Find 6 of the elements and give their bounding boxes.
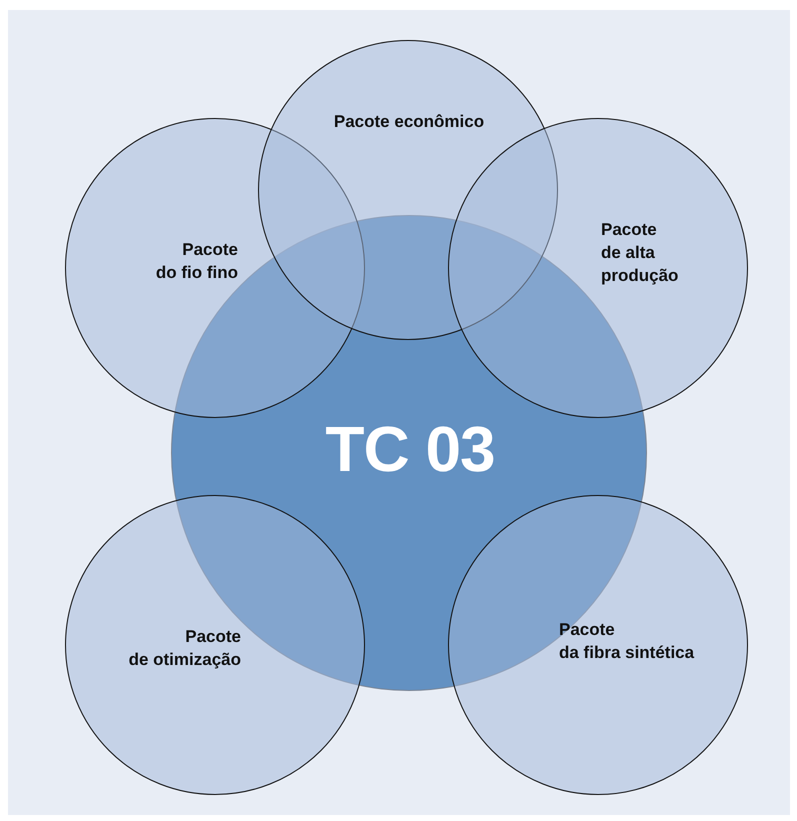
circle-label: Pacote de otimização xyxy=(128,626,241,671)
circle-label: Pacote de alta produção xyxy=(601,219,680,287)
circle-label: Pacote da fibra sintética xyxy=(559,619,696,664)
circle-label: Pacote econômico xyxy=(332,111,486,133)
center-title: TC 03 xyxy=(324,412,496,487)
circle-label: Pacote do fio fino xyxy=(154,239,238,284)
